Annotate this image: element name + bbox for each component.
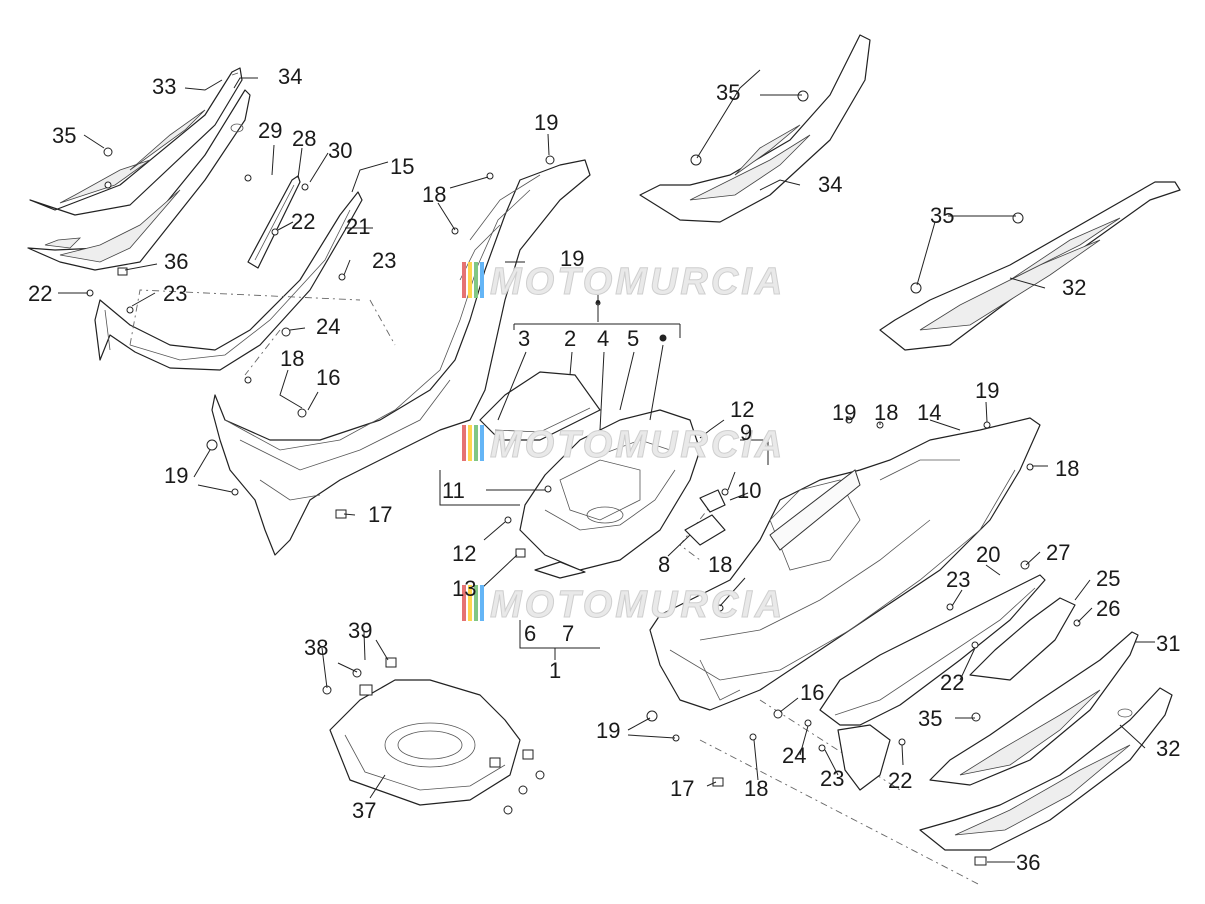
callout-10: 10 — [737, 478, 761, 503]
callout-19: 19 — [560, 246, 584, 271]
group-bracket-bottom — [519, 620, 600, 660]
watermark-text: MOTOMURCIA — [490, 261, 785, 303]
callout-35: 35 — [52, 123, 76, 148]
center-console-12 — [519, 409, 701, 571]
callout-17: 17 — [670, 776, 694, 801]
callout-34: 34 — [818, 172, 842, 197]
leader-lines — [58, 69, 1155, 863]
callout-18: 18 — [708, 552, 732, 577]
bracket-28 — [247, 175, 301, 269]
group-bracket-top — [513, 295, 681, 341]
callout-34: 34 — [278, 64, 302, 89]
watermark-text: MOTOMURCIA — [490, 584, 785, 626]
callout-19: 19 — [975, 378, 999, 403]
callout-1: 1 — [549, 658, 561, 683]
callout-38: 38 — [304, 635, 328, 660]
callout-37: 37 — [352, 798, 376, 823]
callout-12: 12 — [730, 397, 754, 422]
tray-37 — [329, 679, 521, 806]
callout-36: 36 — [164, 249, 188, 274]
footrest-plate-32-right — [879, 181, 1181, 351]
callout-14: 14 — [917, 400, 941, 425]
callout-23: 23 — [163, 281, 187, 306]
callout-21: 21 — [346, 214, 370, 239]
callout-39: 39 — [348, 618, 372, 643]
callout-17: 17 — [368, 502, 392, 527]
callout-4: 4 — [597, 326, 609, 351]
callout-12: 12 — [452, 541, 476, 566]
callout-19: 19 — [164, 463, 188, 488]
callout-22: 22 — [28, 281, 52, 306]
callout-32: 32 — [1062, 275, 1086, 300]
callout-18: 18 — [744, 776, 768, 801]
callout-19: 19 — [832, 400, 856, 425]
callout-18: 18 — [1055, 456, 1079, 481]
callout-28: 28 — [292, 126, 316, 151]
callout-23: 23 — [372, 248, 396, 273]
storage-tray-2 — [479, 371, 601, 441]
watermark-logo: MOTOMURCIA MOTOMURCIA MOTOMURCIA — [462, 261, 785, 627]
callout-32: 32 — [1156, 736, 1180, 761]
callout-35: 35 — [930, 203, 954, 228]
callout-labels: 33 34 35 29 28 30 15 22 21 23 36 22 23 2… — [28, 64, 1180, 875]
side-skirt-20 — [819, 574, 1046, 726]
callout-30: 30 — [328, 138, 352, 163]
callout-19: 19 — [534, 110, 558, 135]
lower-frame-14 — [649, 417, 1041, 711]
footrest-plate-34 — [27, 89, 251, 271]
callout-25: 25 — [1096, 566, 1120, 591]
callout-24: 24 — [316, 314, 340, 339]
callout-11: 11 — [442, 478, 465, 503]
assembly-line — [369, 299, 396, 346]
bracket-9 — [699, 489, 726, 513]
callout-22: 22 — [940, 670, 964, 695]
callout-18: 18 — [874, 400, 898, 425]
callout-31: 31 — [1156, 631, 1180, 656]
group-bracket-3 — [439, 470, 520, 506]
panel-25 — [969, 597, 1076, 681]
callout-35: 35 — [918, 706, 942, 731]
callout-27: 27 — [1046, 540, 1070, 565]
callout-2: 2 — [564, 326, 576, 351]
footrest-plate-32 — [919, 687, 1173, 851]
callout-35: 35 — [716, 80, 740, 105]
footrest-plate-31 — [929, 631, 1139, 786]
callout-16: 16 — [316, 365, 340, 390]
callout-5: 5 — [627, 326, 639, 351]
callout-16: 16 — [800, 680, 824, 705]
callout-23: 23 — [820, 766, 844, 791]
callout-22: 22 — [291, 209, 315, 234]
callout-18: 18 — [280, 346, 304, 371]
bracket-8 — [684, 514, 726, 546]
callout-8: 8 — [658, 552, 670, 577]
callout-29: 29 — [258, 118, 282, 143]
callout-9: 9 — [740, 420, 752, 445]
callout-15: 15 — [390, 154, 414, 179]
callout-33: 33 — [152, 74, 176, 99]
watermark-text: MOTOMURCIA — [490, 424, 785, 466]
callout-19: 19 — [596, 718, 620, 743]
callout-23: 23 — [946, 567, 970, 592]
callout-6: 6 — [524, 621, 536, 646]
assembly-line — [699, 739, 981, 886]
callout-18: 18 — [422, 182, 446, 207]
assembly-line — [129, 289, 361, 346]
end-cap-22 — [837, 724, 891, 791]
callout-36: 36 — [1016, 850, 1040, 875]
callout-13: 13 — [452, 576, 476, 601]
assembly-line — [244, 329, 281, 376]
callout-24: 24 — [782, 743, 806, 768]
side-frame-15 — [94, 191, 363, 371]
callout-3: 3 — [518, 326, 530, 351]
callout-7: 7 — [562, 621, 574, 646]
bracket-13 — [534, 561, 586, 579]
group-bracket-9 — [740, 439, 769, 465]
footrest-plate-33 — [29, 67, 243, 216]
footrest-plate-34-right — [639, 34, 871, 223]
callout-26: 26 — [1096, 596, 1120, 621]
callout-20: 20 — [976, 542, 1000, 567]
callout-22: 22 — [888, 768, 912, 793]
